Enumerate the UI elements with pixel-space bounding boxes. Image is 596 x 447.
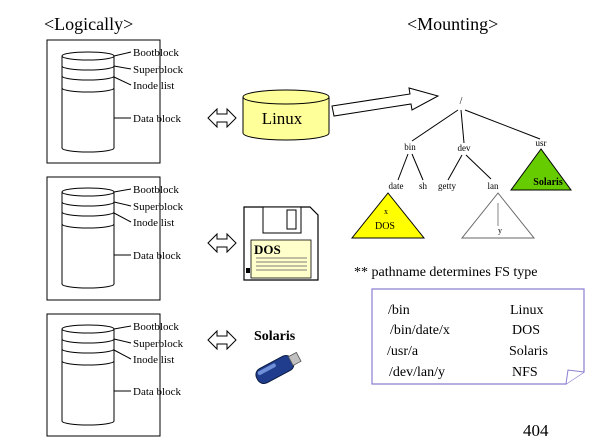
tree-node-getty: getty [438,181,456,191]
solaris-fs-label: Solaris [533,177,563,188]
disk-cylinder [61,324,115,426]
heading-logically: <Logically> [44,14,134,34]
tree-node-date: date [389,181,404,191]
mount-arrow-icon [331,87,440,117]
dos-fs-label: DOS [375,221,395,232]
double-arrow-icon [207,329,237,351]
disk-frame [46,39,161,164]
double-arrow-icon [207,232,237,254]
linux-label: Linux [262,109,303,128]
pathname-note: ** pathname determines FS type [354,265,538,280]
superblock-label: Superblock [133,64,184,76]
table-fs: NFS [512,365,538,380]
table-path: /dev/lan/y [389,365,445,380]
data-block-label: Data block [133,250,181,262]
tree-node-sh: sh [419,181,428,191]
table-fs: DOS [512,323,540,338]
bootblock-label: Bootblock [133,47,179,59]
floppy-disk-icon: DOS [243,206,319,281]
bootblock-label: Bootblock [133,321,179,333]
inode-list-label: Inode list [133,80,174,92]
heading-mounting: <Mounting> [407,14,499,34]
disk-panel-linux: Bootblock Superblock Inode list Data blo… [46,39,184,164]
data-block-label: Data block [133,386,181,398]
tree-node-x: x [384,207,388,216]
page-number: 404 [523,421,549,440]
superblock-label: Superblock [133,338,184,350]
disk-panel-solaris: Bootblock Superblock Inode list Data blo… [46,313,184,437]
directory-tree: / bin dev usr date sh getty lan x DOS y … [350,96,572,239]
tree-node-dev: dev [458,143,471,153]
double-arrow-icon [207,107,237,129]
inode-list-label: Inode list [133,217,174,229]
usb-drive-icon [255,351,302,385]
table-fs: Solaris [509,344,548,359]
table-fs: Linux [510,303,543,318]
bootblock-label: Bootblock [133,184,179,196]
tree-node-lan: lan [488,181,499,191]
solaris-fs-triangle [510,148,572,191]
inode-list-label: Inode list [133,354,174,366]
dos-fs-triangle [350,192,426,239]
solaris-label: Solaris [254,329,296,344]
data-block-label: Data block [133,113,181,125]
disk-frame [46,313,161,437]
table-path: /bin/date/x [390,323,450,338]
mount-table: /bin Linux /bin/date/x DOS /usr/a Solari… [371,288,585,385]
superblock-label: Superblock [133,201,184,213]
disk-cylinder [61,51,115,153]
tree-node-root: / [460,96,463,107]
tree-node-y: y [498,226,502,235]
disk-frame [46,176,161,301]
tree-node-bin: bin [404,142,416,152]
tree-node-usr: usr [536,138,547,148]
dos-label: DOS [254,242,281,257]
disk-cylinder [61,187,115,289]
table-path: /bin [388,303,410,318]
disk-panel-dos: Bootblock Superblock Inode list Data blo… [46,176,184,301]
table-path: /usr/a [387,344,419,359]
linux-fs-icon: Linux [242,89,330,141]
